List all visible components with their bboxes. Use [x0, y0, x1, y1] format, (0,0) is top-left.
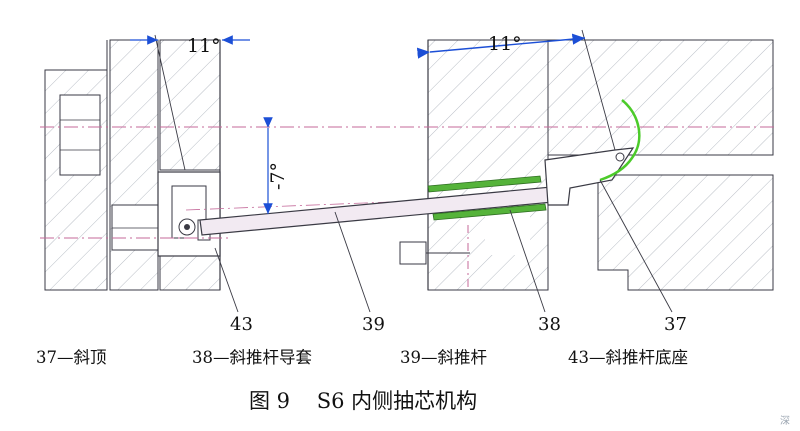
legend-item-37: 37—斜顶 [36, 348, 107, 367]
angle-dimensions [130, 29, 616, 214]
callout-38: 38 [538, 314, 561, 335]
inclined-rod-base-43 [157, 171, 221, 257]
figure-caption: 图 9 S6 内侧抽芯机构 [249, 389, 477, 413]
callout-43: 43 [230, 314, 253, 335]
left-roller-parts [59, 94, 161, 251]
legend-item-43: 43—斜推杆底座 [568, 348, 688, 367]
ejector-fitting [399, 225, 470, 290]
legend-item-39: 39—斜推杆 [400, 348, 487, 367]
callout-leaders [214, 179, 673, 313]
legend-item-38: 38—斜推杆导套 [192, 348, 312, 367]
callout-39: 39 [362, 314, 385, 335]
callout-37: 37 [664, 314, 687, 335]
angle-label-left: 11° [187, 35, 221, 57]
right-mould-plates [427, 39, 774, 291]
angle-label-vertical: -7° [267, 162, 289, 190]
inclined-lifter-37 [544, 99, 641, 206]
watermark: 深 [780, 415, 790, 427]
angle-label-right: 11° [488, 33, 522, 55]
inclined-rod-guide-sleeve-38 [427, 175, 547, 221]
